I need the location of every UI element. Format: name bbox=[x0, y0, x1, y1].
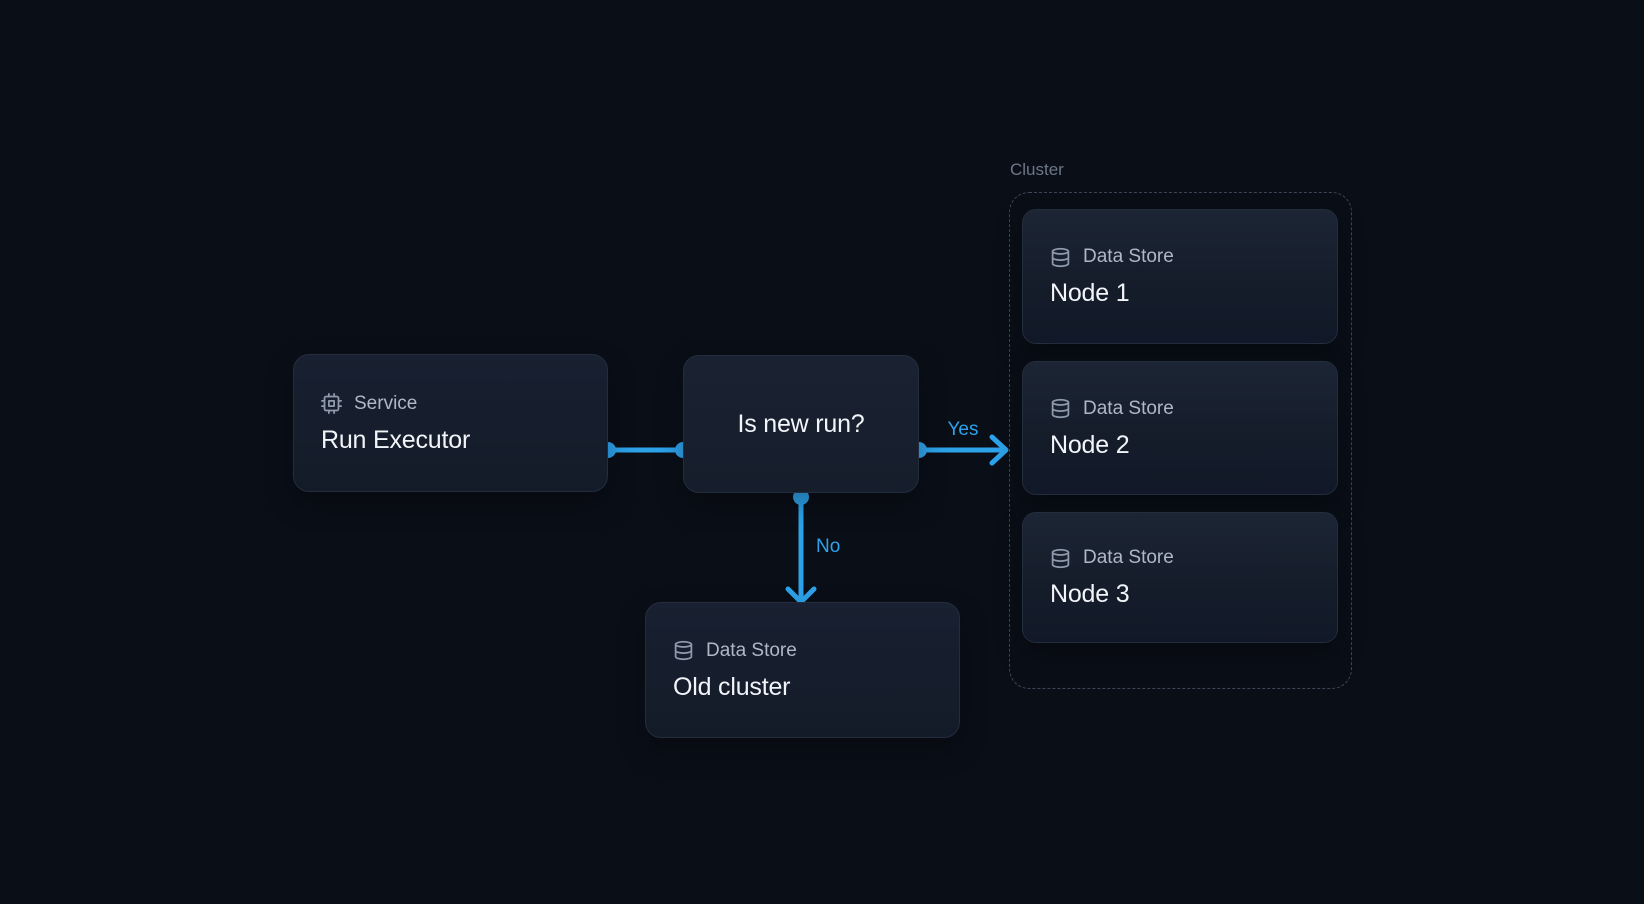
cpu-icon bbox=[321, 393, 342, 414]
cluster-group[interactable] bbox=[1009, 192, 1352, 689]
node-type-label: Data Store bbox=[1083, 397, 1174, 419]
node-type-row: Data Store bbox=[1050, 245, 1337, 269]
edge-label-no: No bbox=[816, 536, 841, 557]
database-icon bbox=[1050, 247, 1071, 268]
cluster-label: Cluster bbox=[1010, 160, 1064, 179]
node-type-row: Service bbox=[321, 392, 607, 416]
node-data-store-node-1[interactable]: Data Store Node 1 bbox=[1022, 209, 1338, 344]
edge-service-to-decision bbox=[600, 442, 691, 458]
node-data-store-node-2[interactable]: Data Store Node 2 bbox=[1022, 361, 1338, 495]
edge-decision-to-old-cluster-no bbox=[785, 489, 817, 605]
node-type-label: Data Store bbox=[1083, 246, 1174, 267]
database-icon bbox=[1050, 398, 1071, 419]
node-title: Node 1 bbox=[1050, 279, 1130, 307]
node-title: Old cluster bbox=[673, 672, 791, 701]
node-data-store-old-cluster[interactable]: Data Store Old cluster bbox=[645, 602, 960, 738]
node-title: Run Executor bbox=[321, 425, 471, 454]
node-service-run-executor[interactable]: Service Run Executor bbox=[293, 354, 608, 492]
node-type-row: Data Store bbox=[1050, 546, 1337, 570]
node-type-row: Data Store bbox=[673, 639, 959, 663]
node-decision-is-new-run[interactable]: Is new run? bbox=[683, 355, 919, 493]
node-type-label: Data Store bbox=[1083, 547, 1174, 568]
node-type-label: Service bbox=[354, 392, 418, 414]
arrowhead-down-icon bbox=[785, 586, 817, 605]
node-type-row: Data Store bbox=[1050, 397, 1337, 421]
node-title: Node 2 bbox=[1050, 430, 1130, 459]
database-icon bbox=[1050, 548, 1071, 569]
edge-label-yes: Yes bbox=[947, 419, 979, 440]
database-icon bbox=[673, 640, 694, 661]
node-title: Node 3 bbox=[1050, 580, 1130, 608]
node-type-label: Data Store bbox=[706, 639, 797, 661]
node-data-store-node-3[interactable]: Data Store Node 3 bbox=[1022, 512, 1338, 643]
decision-question-text: Is new run? bbox=[737, 409, 865, 438]
arrowhead-right-icon bbox=[989, 434, 1009, 466]
